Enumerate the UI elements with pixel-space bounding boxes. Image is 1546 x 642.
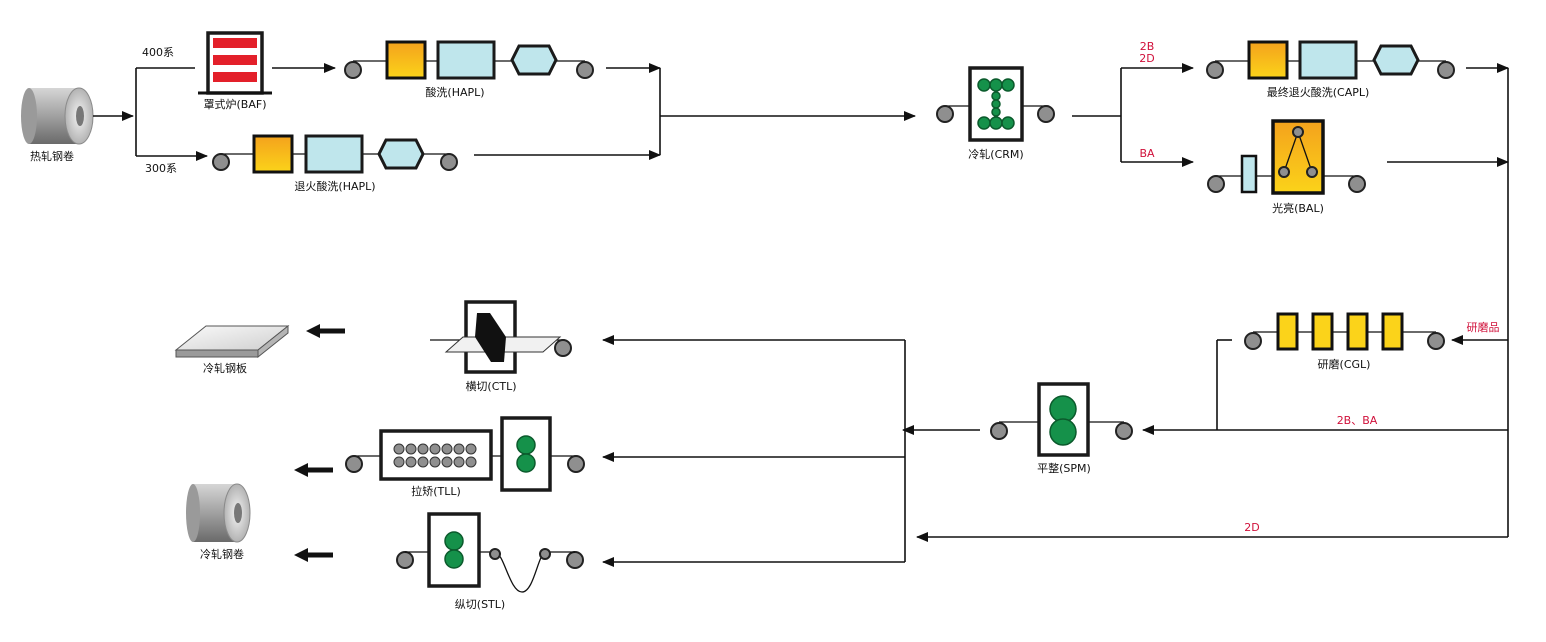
roller-icon <box>396 551 414 569</box>
roller-icon <box>554 339 572 357</box>
cold-coil-label: 冷轧钢卷 <box>200 547 244 561</box>
cgl-label: 研磨(CGL) <box>1318 358 1371 371</box>
branch-ba-label: BA <box>1139 147 1155 160</box>
heater-icon <box>385 40 427 80</box>
roller-icon <box>1115 422 1133 440</box>
pickling-tank-icon <box>510 44 558 76</box>
grinding-product-label: 研磨品 <box>1467 321 1500 334</box>
pickling-tank-icon <box>377 138 425 170</box>
bal-line-icon <box>1207 119 1366 195</box>
cold-sheet-label: 冷轧钢板 <box>203 361 247 375</box>
roller-icon <box>1437 61 1455 79</box>
ctl-shear-icon <box>430 300 572 374</box>
crm-label: 冷轧(CRM) <box>968 147 1023 161</box>
heater-icon <box>1247 40 1289 80</box>
roller-icon <box>440 153 458 171</box>
cold-coil-icon <box>186 483 251 543</box>
output-arrow <box>294 548 333 562</box>
roller-icon <box>990 422 1008 440</box>
hapl-label: 酸洗(HAPL) <box>425 85 484 99</box>
annealing-hapl-line-icon <box>212 134 458 174</box>
heater-icon <box>252 134 294 174</box>
tll-leveler-icon <box>345 416 585 492</box>
roller-icon <box>567 455 585 473</box>
roller-icon <box>576 61 594 79</box>
sheet-stack-icon <box>174 324 290 359</box>
roller-icon <box>345 455 363 473</box>
crm-mill-icon <box>936 66 1055 142</box>
output-arrow <box>294 463 333 477</box>
baf-label: 罩式炉(BAF) <box>204 98 267 111</box>
ctl-label: 横切(CTL) <box>465 379 516 393</box>
spm-icon <box>990 382 1133 457</box>
branch-2b-ba-label: 2B、BA <box>1337 414 1378 427</box>
baf-furnace-icon <box>198 31 272 95</box>
spm-label: 平整(SPM) <box>1037 461 1091 475</box>
roller-icon <box>566 551 584 569</box>
pickling-tank-icon <box>436 40 496 80</box>
hapl-line-icon <box>344 40 594 80</box>
annealing-hapl-label: 退火酸洗(HAPL) <box>294 179 375 193</box>
bal-label: 光亮(BAL) <box>1272 201 1324 215</box>
cgl-line-icon <box>1244 312 1445 351</box>
roller-icon <box>212 153 230 171</box>
tll-label: 拉矫(TLL) <box>411 484 461 498</box>
leveler-icon <box>379 429 493 481</box>
pickling-tank-icon <box>1372 44 1420 76</box>
stl-label: 纵切(STL) <box>455 598 505 611</box>
roller-icon <box>1037 105 1055 123</box>
series-400-label: 400系 <box>142 46 174 59</box>
branch-2b-label: 2B <box>1140 40 1155 53</box>
roller-icon <box>1427 332 1445 350</box>
branch-2d-label: 2D <box>1139 52 1154 65</box>
roller-icon <box>936 105 954 123</box>
stl-slitter-icon <box>396 512 584 593</box>
roller-icon <box>1348 175 1366 193</box>
pickling-tank-icon <box>1298 40 1358 80</box>
roller-icon <box>1207 175 1225 193</box>
roller-icon <box>1206 61 1224 79</box>
capl-line-icon <box>1206 40 1455 80</box>
hot-coil-label: 热轧钢卷 <box>30 149 74 163</box>
series-300-label: 300系 <box>145 162 177 175</box>
roller-icon <box>344 61 362 79</box>
roller-icon <box>1244 332 1262 350</box>
output-arrow <box>306 324 345 338</box>
branch-2d-bottom-label: 2D <box>1244 521 1259 534</box>
capl-label: 最终退火酸洗(CAPL) <box>1267 85 1370 99</box>
hot-coil-icon <box>21 87 94 145</box>
pickling-tank-icon <box>304 134 364 174</box>
